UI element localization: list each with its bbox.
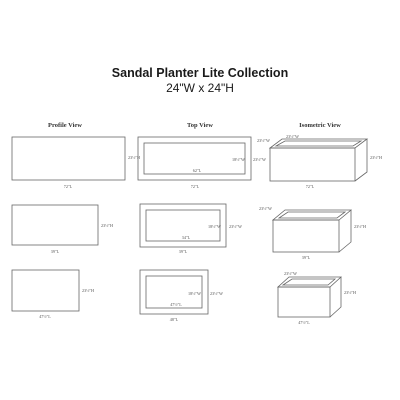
iso-39-width-label: 23½"W [259, 206, 272, 211]
page-title: Sandal Planter Lite Collection [111, 66, 289, 80]
top-view-72-drawing [137, 136, 252, 181]
iso-72-height-label: 23½"H [370, 155, 383, 160]
isometric-view-heading: Isometric View [299, 122, 341, 129]
profile-47-height-label: 23½"H [82, 288, 95, 293]
iso-39-length-label: 39"L [301, 255, 311, 260]
page-subtitle: 24"W x 24"H [166, 81, 234, 95]
top-view-heading: Top View [187, 122, 213, 129]
top-72-outer-length-label: 72"L [190, 184, 200, 189]
top-47-inner-width-label: 18½"W [188, 291, 201, 296]
profile-view-47-drawing [11, 269, 80, 312]
top-view-47-drawing [139, 269, 209, 315]
profile-39-length-label: 39"L [50, 249, 60, 254]
top-39-outer-width-label: 23½"W [229, 224, 242, 229]
top-39-inner-width-label: 18½"W [208, 224, 221, 229]
iso-72-width-label: 23½"W [257, 138, 270, 143]
top-47-outer-width-label: 23½"W [210, 291, 223, 296]
top-72-inner-length-label: 62"L [192, 168, 202, 173]
isometric-view-72-drawing [268, 138, 369, 182]
profile-72-length-label: 72"L [63, 184, 73, 189]
iso-47-height-label: 23½"H [344, 290, 357, 295]
profile-view-72-drawing [11, 136, 126, 181]
profile-47-length-label: 47½"L [39, 314, 51, 319]
iso-47-width-label: 23½"W [284, 271, 297, 276]
top-72-inner-width-label: 18½"W [232, 157, 245, 162]
top-47-outer-length-label: 48"L [169, 317, 179, 322]
profile-view-39-drawing [11, 204, 99, 246]
top-view-39-drawing [139, 203, 227, 248]
isometric-view-47-drawing [276, 276, 343, 318]
top-72-outer-width-label: 23½"W [253, 157, 266, 162]
iso-47-length-label: 47½"L [298, 320, 310, 325]
top-39-inner-length-label: 34"L [181, 235, 191, 240]
top-47-inner-length-label: 47½"L [170, 302, 182, 307]
profile-view-heading: Profile View [48, 122, 82, 129]
isometric-view-39-drawing [271, 209, 353, 253]
iso-39-height-label: 23½"H [354, 224, 367, 229]
profile-39-height-label: 23½"H [101, 223, 114, 228]
iso-72-side-label: 23½"W [286, 134, 299, 139]
top-39-outer-length-label: 39"L [178, 249, 188, 254]
iso-72-length-label: 72"L [305, 184, 315, 189]
profile-72-height-label: 23½"H [128, 155, 141, 160]
